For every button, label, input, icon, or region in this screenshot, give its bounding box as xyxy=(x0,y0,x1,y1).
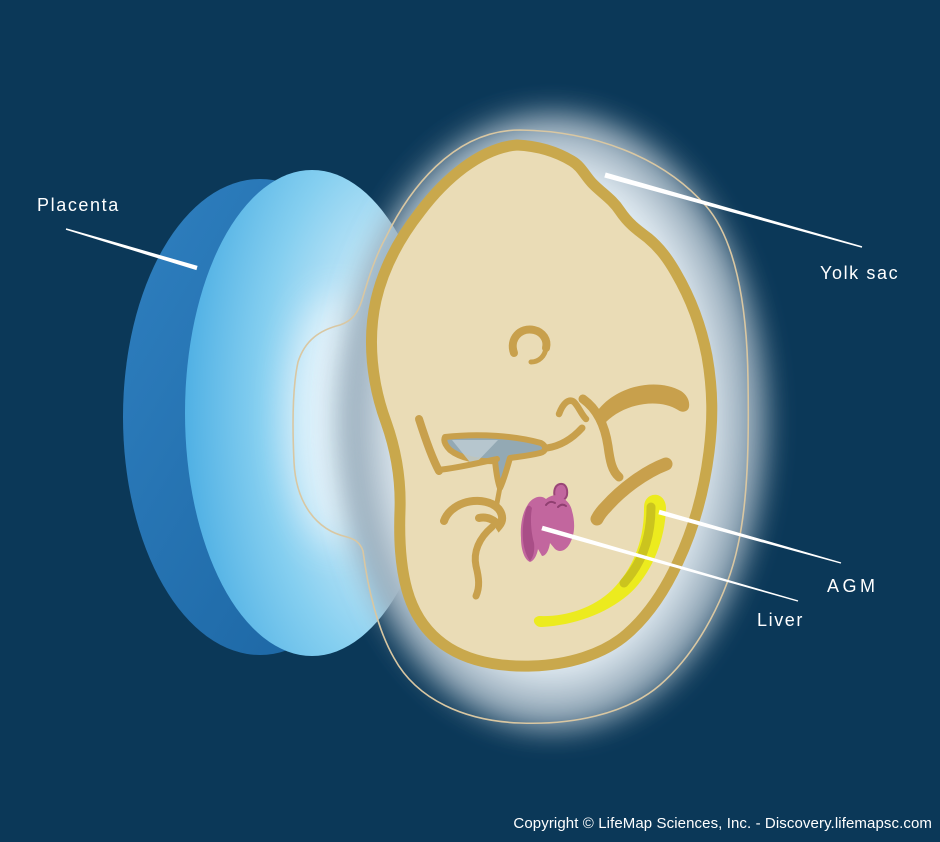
otic-vesicle-tail xyxy=(528,345,549,365)
yolk-sac-leader-line xyxy=(604,172,863,248)
liver-leader-line xyxy=(541,525,799,602)
forebrain-bump-line xyxy=(555,397,590,423)
otic-vesicle-curve xyxy=(508,325,551,357)
liver-left-lobe-shade xyxy=(522,505,535,561)
forelimb-bud-curve xyxy=(440,496,507,533)
agm-band-core xyxy=(619,502,656,588)
hyoid-fold-line xyxy=(578,394,624,482)
embryo-body xyxy=(365,139,718,672)
neck-cavity-spike xyxy=(494,484,503,506)
neck-cavity-highlight xyxy=(452,440,498,466)
jaw-edge-line xyxy=(543,424,586,452)
neck-fold-line xyxy=(435,456,500,473)
liver-duct-marks xyxy=(545,500,567,508)
hindlimb-bud-curve xyxy=(590,457,673,526)
liver-label: Liver xyxy=(757,610,805,630)
placenta-leader-line xyxy=(65,228,198,271)
yolk-sac-outline xyxy=(292,129,750,725)
copyright-text: Copyright © LifeMap Sciences, Inc. - Dis… xyxy=(513,815,932,832)
placenta-label: Placenta xyxy=(37,195,120,215)
tail-somite-curve xyxy=(471,523,496,600)
agm-label: AGM xyxy=(827,576,879,596)
agm-leader-line xyxy=(658,509,842,564)
branchial-arch-curve xyxy=(595,384,690,425)
yolk-sac-label: Yolk sac xyxy=(820,263,900,283)
